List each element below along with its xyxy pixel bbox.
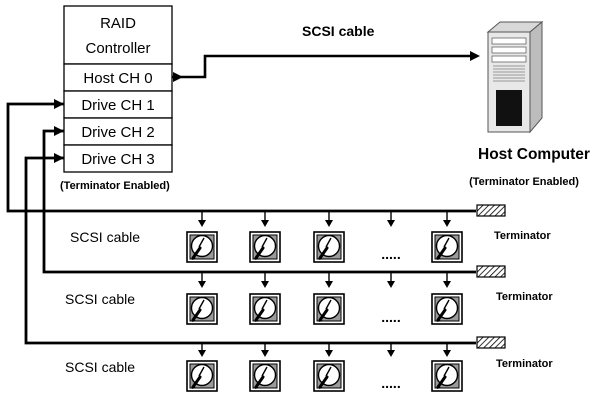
host-cable-label: SCSI cable — [302, 23, 375, 39]
bus-1-more-drives: ..... — [381, 246, 400, 262]
controller-title-line2: Controller — [85, 40, 150, 57]
hard-disk-icon — [430, 292, 464, 326]
terminator-icon — [476, 265, 506, 278]
drive-bus-3: Terminator SCSI cable ..... — [65, 336, 553, 393]
bus-3-cable-label: SCSI cable — [65, 359, 135, 375]
drive-bus-1: Terminator SCSI cable ..... — [70, 204, 551, 264]
host-scsi-cable — [172, 54, 470, 79]
bus-2-cable-label: SCSI cable — [65, 291, 135, 307]
tower-computer-icon — [486, 20, 544, 134]
channel-label-host-0: Host CH 0 — [83, 70, 152, 87]
host-cable-arrow-right — [470, 51, 480, 61]
hard-disk-icon — [312, 292, 346, 326]
drive-ch1-cable — [6, 102, 476, 213]
channel-box-drive-3 — [63, 144, 173, 173]
channel-label-drive-3: Drive CH 3 — [81, 151, 154, 168]
hard-disk-icon — [312, 230, 346, 264]
hard-disk-icon — [185, 230, 219, 264]
channel-box-host-0 — [63, 63, 173, 92]
bus-3-more-drives: ..... — [381, 375, 400, 391]
raid-controller: RAID Controller Host CH 0 Drive CH 1 Dri… — [63, 5, 173, 173]
drive-ch3-arrow — [54, 153, 64, 163]
hard-disk-icon — [430, 230, 464, 264]
channel-box-drive-2 — [63, 117, 173, 146]
bus-2-terminator-label: Terminator — [496, 291, 553, 303]
bus-2-more-drives: ..... — [381, 309, 400, 325]
drive-bus-2: Terminator SCSI cable ..... — [65, 265, 553, 326]
hard-disk-icon — [248, 230, 282, 264]
bus-3-terminator-label: Terminator — [496, 358, 553, 370]
drive-ch2-arrow — [54, 126, 64, 136]
hard-disk-icon — [248, 292, 282, 326]
terminator-icon — [476, 336, 506, 349]
host-cable-arrow-left — [173, 72, 183, 82]
drive-ch3-cable — [24, 156, 476, 345]
host-terminator-note: (Terminator Enabled) — [469, 176, 579, 188]
bus-1-cable-label: SCSI cable — [70, 229, 140, 245]
bus-1-terminator-label: Terminator — [494, 230, 551, 242]
controller-title-line1: RAID — [100, 15, 136, 32]
hard-disk-icon — [185, 292, 219, 326]
host-computer-title: Host Computer — [478, 146, 590, 163]
hard-disk-icon — [185, 359, 219, 393]
channel-label-drive-1: Drive CH 1 — [81, 97, 154, 114]
terminator-icon — [476, 204, 506, 217]
hard-disk-icon — [430, 359, 464, 393]
channel-label-drive-2: Drive CH 2 — [81, 124, 154, 141]
hard-disk-icon — [248, 359, 282, 393]
drive-ch1-arrow — [54, 99, 64, 109]
controller-terminator-note: (Terminator Enabled) — [60, 180, 170, 192]
hard-disk-icon — [312, 359, 346, 393]
